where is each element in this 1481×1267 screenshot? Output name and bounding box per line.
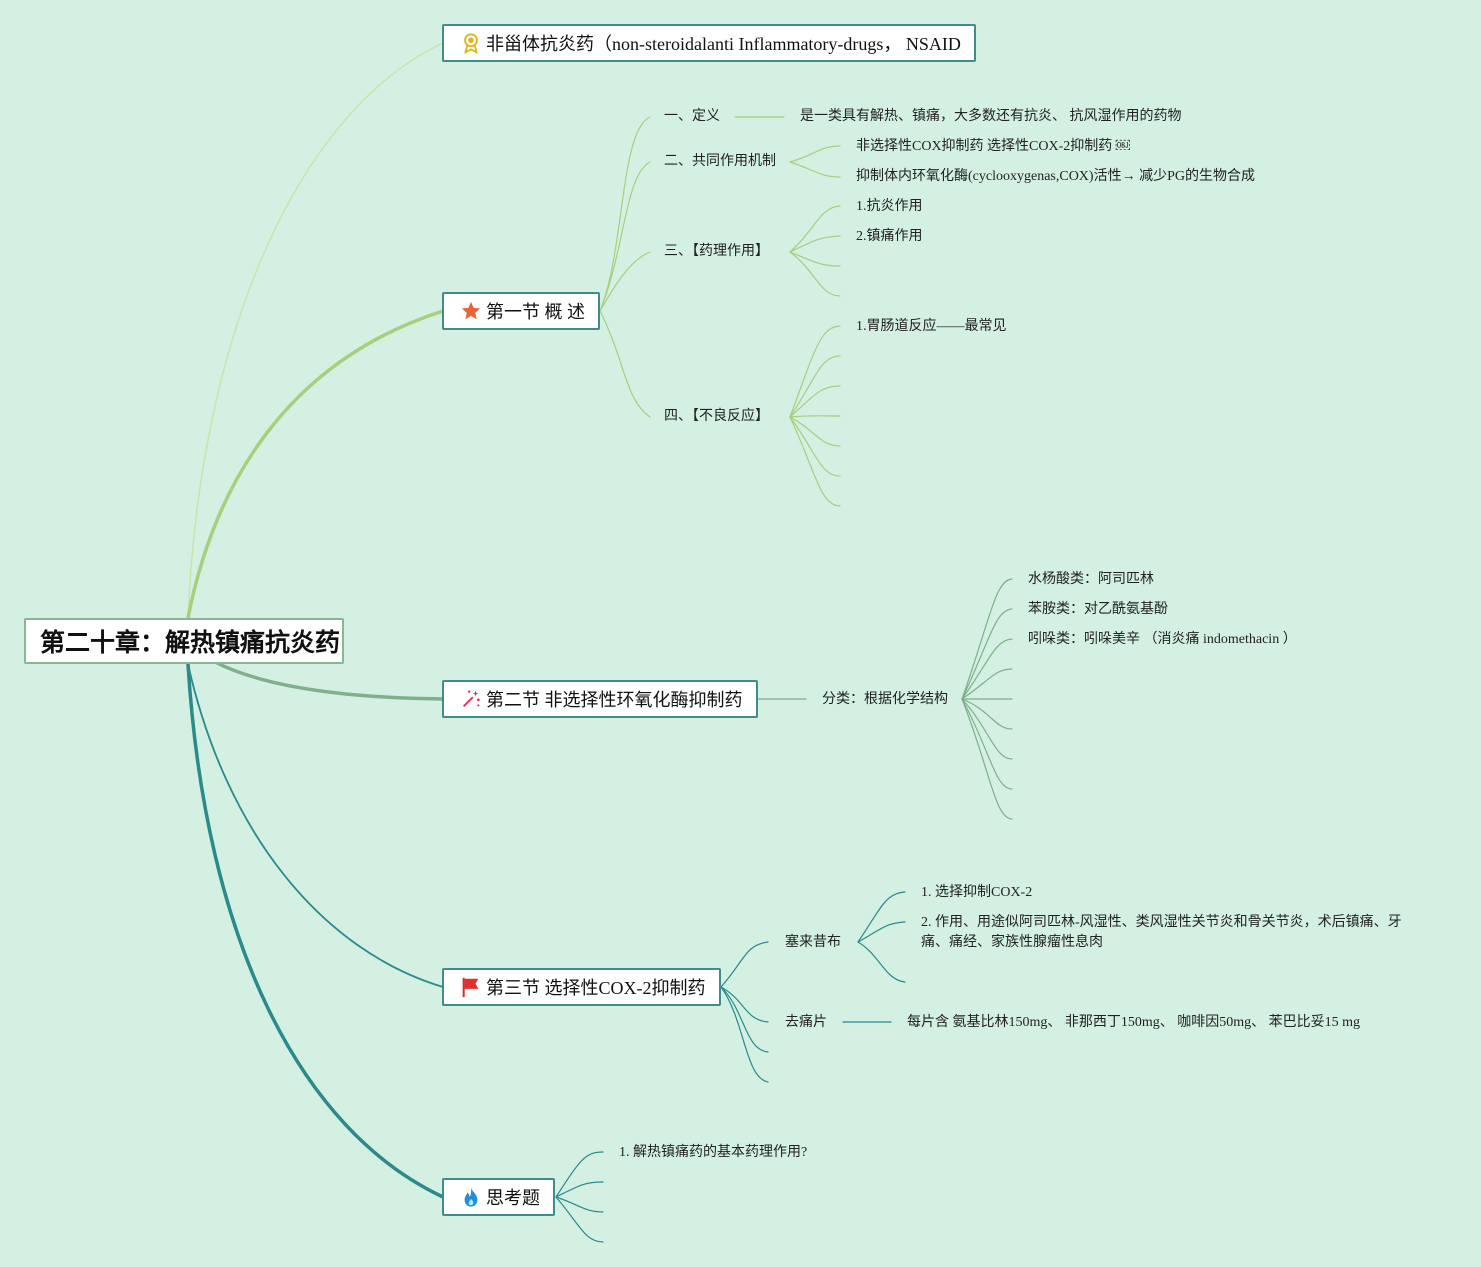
link-root-q [186, 662, 445, 1199]
s3-celecoxib-item[interactable]: 2. 作用、用途似阿司匹林-风湿性、类风湿性关节炎和骨关节炎，术后镇痛、牙痛、痛… [921, 915, 1402, 950]
s1-adverse-label[interactable]: 四、【不良反应】 [664, 409, 769, 424]
question-item[interactable]: 1. 解热镇痛药的基本药理作用? [619, 1145, 808, 1160]
branch-section-3-label: 第三节 选择性COX-2抑制药 [486, 978, 706, 998]
root-title: 第二十章：解热镇痛抗炎药 [40, 628, 341, 657]
link-root-s1 [186, 309, 445, 620]
s1-mechanism-item[interactable]: 抑制体内环氧化酶(cyclooxygenas,COX)活性→ 减少PG的生物合成 [856, 169, 1255, 184]
s1-adverse-item[interactable]: 1.胃肠道反应——最常见 [856, 319, 1007, 334]
branch-questions-label: 思考题 [486, 1188, 540, 1208]
s3-qutongpian-label[interactable]: 去痛片 [785, 1015, 827, 1030]
s3-qutongpian-text[interactable]: 每片含 氨基比林150mg、 非那西丁150mg、 咖啡因50mg、 苯巴比妥1… [907, 1015, 1361, 1030]
s1-definition-text[interactable]: 是一类具有解热、镇痛，大多数还有抗炎、 抗风湿作用的药物 [800, 109, 1182, 124]
s3-celecoxib-item[interactable]: 1. 选择抑制COX-2 [921, 885, 1033, 900]
s1-definition-label[interactable]: 一、定义 [664, 109, 720, 124]
branch-nsaid[interactable]: 非甾体抗炎药（non-steroidalanti Inflammatory-dr… [442, 24, 976, 62]
s2-classification-label[interactable]: 分类：根据化学结构 [822, 692, 948, 707]
s2-classification-item[interactable]: 水杨酸类：阿司匹林 [1028, 572, 1154, 587]
red-flag-icon [460, 976, 482, 998]
s3-celecoxib-label[interactable]: 塞来昔布 [785, 935, 841, 950]
branch-section-2-label: 第二节 非选择性环氧化酶抑制药 [486, 690, 743, 710]
flame-icon [460, 1186, 482, 1208]
link-root-s2 [213, 660, 445, 701]
s1-mechanism-label[interactable]: 二、共同作用机制 [664, 154, 776, 169]
branch-section-2[interactable]: 第二节 非选择性环氧化酶抑制药 [442, 680, 758, 718]
link-root-nsaid [187, 42, 444, 619]
s1-pharmacology-item[interactable]: 1.抗炎作用 [856, 199, 923, 214]
s1-pharmacology-item[interactable]: 2.镇痛作用 [856, 229, 923, 244]
star-icon [460, 300, 482, 322]
branch-section-3[interactable]: 第三节 选择性COX-2抑制药 [442, 968, 721, 1006]
magic-wand-icon [460, 688, 482, 710]
root-topic[interactable]: 第二十章：解热镇痛抗炎药 [24, 618, 344, 664]
s2-classification-item[interactable]: 苯胺类：对乙酰氨基酚 [1028, 602, 1168, 617]
branch-section-1[interactable]: 第一节 概 述 [442, 292, 600, 330]
s2-classification-item[interactable]: 吲哚类：吲哚美辛 （消炎痛 indomethacin ） [1028, 632, 1297, 647]
s1-mechanism-item[interactable]: 非选择性COX抑制药 选择性COX-2抑制药 ￼ [856, 139, 1130, 154]
s1-pharmacology-label[interactable]: 三、【药理作用】 [664, 244, 769, 259]
branch-section-1-label: 第一节 概 述 [486, 302, 585, 322]
branch-questions[interactable]: 思考题 [442, 1178, 555, 1216]
branch-nsaid-label: 非甾体抗炎药（non-steroidalanti Inflammatory-dr… [486, 34, 961, 54]
link-root-s3 [187, 663, 444, 988]
award-ribbon-icon [460, 32, 482, 54]
